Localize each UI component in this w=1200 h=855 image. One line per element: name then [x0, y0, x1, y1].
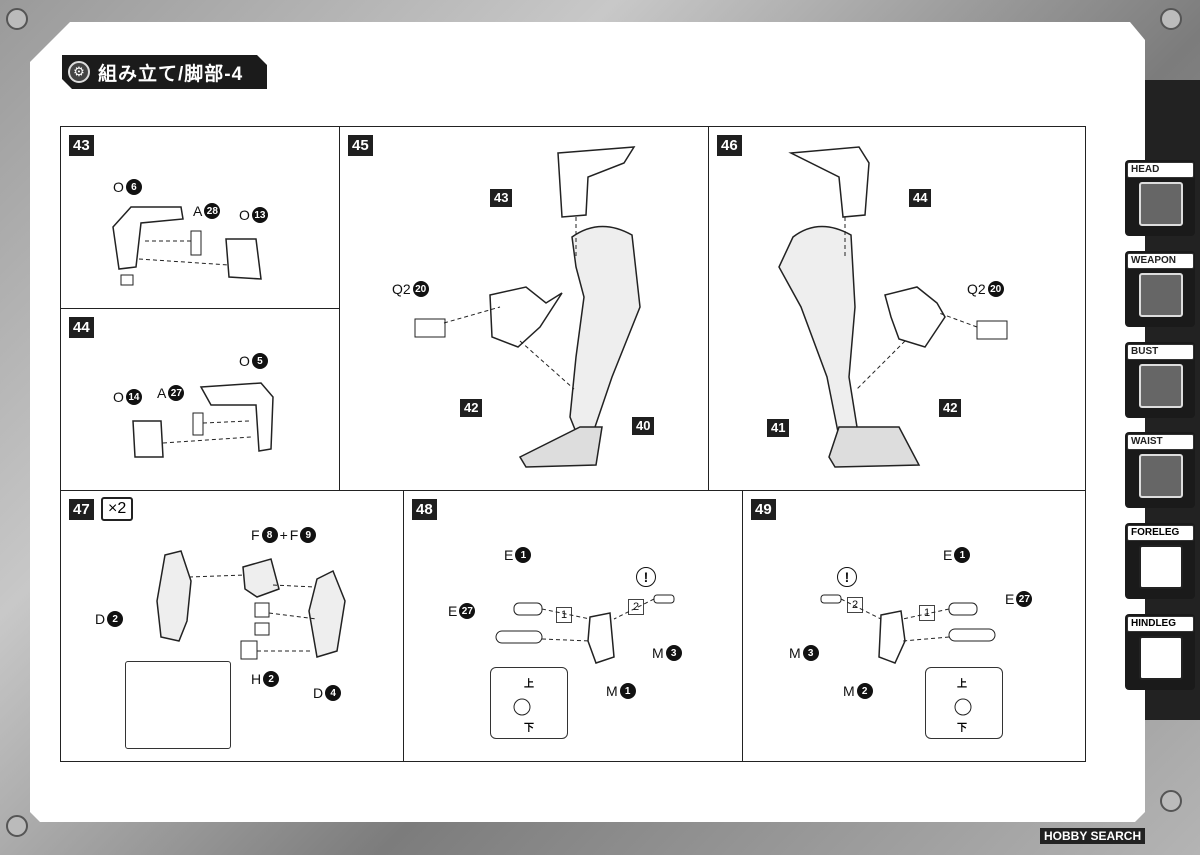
tab-weapon[interactable]: WEAPON	[1125, 251, 1195, 327]
caution-icon: !	[837, 567, 857, 587]
tab-label: FORELEG	[1127, 525, 1194, 541]
step-47-panel: 47 ×2 F8+F9 D2 D24 F7 H2 D4	[60, 490, 404, 762]
step-number: 49	[751, 499, 776, 520]
tab-foreleg[interactable]: FORELEG	[1125, 523, 1195, 599]
joint-part-drawing	[156, 550, 346, 660]
section-header: ⚙ 組み立て/脚部-4	[62, 55, 267, 89]
step-number: 48	[412, 499, 437, 520]
head-thumbnail-icon	[1139, 182, 1183, 226]
hindleg-thumbnail-icon	[1139, 636, 1183, 680]
corner-screw	[6, 815, 28, 837]
bust-thumbnail-icon	[1139, 364, 1183, 408]
caution-icon: !	[636, 567, 656, 587]
subassembly-tag: 41	[767, 419, 790, 437]
subassembly-tag: 44	[909, 189, 932, 207]
tab-label: WAIST	[1127, 434, 1194, 450]
tab-label: WEAPON	[1127, 253, 1194, 269]
tab-hindleg[interactable]: HINDLEG	[1125, 614, 1195, 690]
up-label: 上	[957, 679, 967, 690]
subassembly-tag: 42	[460, 399, 483, 417]
order-marker: 1	[919, 605, 935, 621]
tab-label: HEAD	[1127, 162, 1194, 178]
waist-thumbnail-icon	[1139, 454, 1183, 498]
detail-inset	[125, 661, 231, 749]
tab-label: BUST	[1127, 344, 1194, 360]
leg-assembly-drawing	[414, 146, 641, 468]
joint-part-drawing	[495, 594, 675, 716]
tab-waist[interactable]: WAIST	[1125, 432, 1195, 508]
tab-label: HINDLEG	[1127, 616, 1194, 632]
page-title: 組み立て/脚部-4	[98, 63, 244, 85]
tab-head[interactable]: HEAD	[1125, 160, 1195, 236]
quantity-multiplier: ×2	[101, 497, 134, 521]
corner-screw	[1160, 790, 1182, 812]
step-number: 45	[348, 135, 373, 156]
joint-part-drawing	[820, 594, 996, 716]
step-number: 47	[69, 499, 94, 520]
corner-screw	[6, 8, 28, 30]
subassembly-tag: 43	[490, 189, 513, 207]
step-number: 44	[69, 317, 94, 338]
subassembly-tag: 42	[939, 399, 962, 417]
up-label: 上	[524, 679, 534, 690]
foreleg-thumbnail-icon	[1139, 545, 1183, 589]
step-number: 43	[69, 135, 94, 156]
tab-bust[interactable]: BUST	[1125, 342, 1195, 418]
order-marker: 2	[628, 599, 644, 615]
down-label: 下	[957, 723, 967, 734]
step-number: 46	[717, 135, 742, 156]
weapon-thumbnail-icon	[1139, 273, 1183, 317]
subassembly-tag: 40	[632, 417, 655, 435]
order-marker: 2	[847, 597, 863, 613]
wrench-icon: ⚙	[68, 61, 90, 83]
armor-part-drawing	[132, 382, 274, 458]
leg-assembly-drawing	[778, 146, 1008, 468]
down-label: 下	[524, 723, 534, 734]
corner-screw	[1160, 8, 1182, 30]
armor-part-drawing	[112, 206, 262, 286]
watermark: HOBBY SEARCH	[1040, 828, 1146, 844]
